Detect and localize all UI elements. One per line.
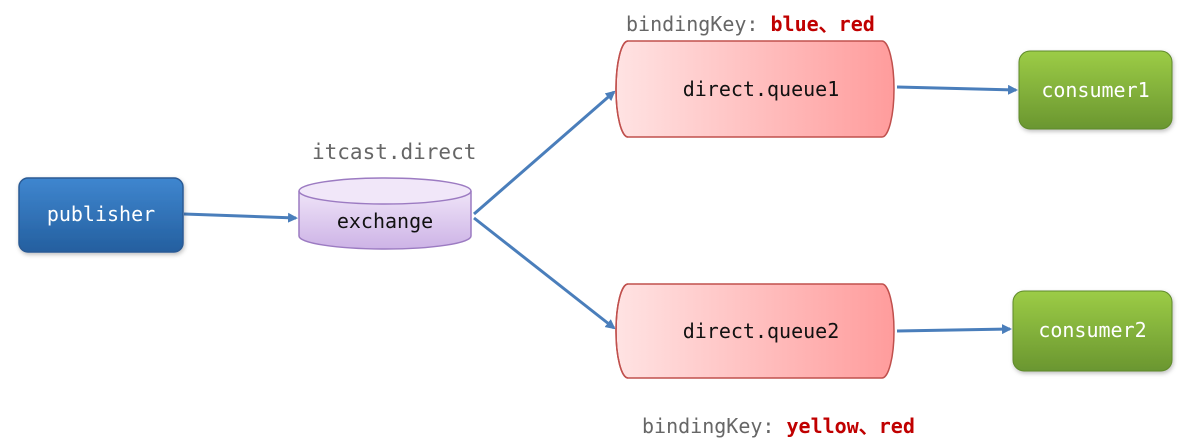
queue2-label: direct.queue2 [682, 319, 840, 343]
queue1-cylinder [615, 40, 895, 138]
queue2-binding-prefix: bindingKey: [642, 414, 787, 438]
queue2-binding-label: bindingKey: yellow、red [642, 410, 915, 439]
arrow-publisher-to-exchange [183, 212, 298, 223]
queue2-binding-keys: yellow、red [786, 414, 915, 438]
publisher-label: publisher [46, 202, 156, 226]
exchange-cylinder [298, 177, 472, 250]
queue1-binding-label: bindingKey: blue、red [626, 8, 875, 37]
publisher-box [18, 177, 184, 253]
arrow-exchange-to-queue2 [473, 216, 616, 330]
consumer1-label: consumer1 [1041, 78, 1150, 102]
consumer2-box [1012, 290, 1173, 372]
queue1-binding-keys: blue、red [770, 12, 875, 36]
arrow-exchange-to-queue1 [473, 90, 616, 216]
consumer2-label: consumer2 [1038, 318, 1147, 342]
arrow-queue1-to-consumer1 [896, 84, 1018, 95]
exchange-label: exchange [336, 209, 434, 233]
consumer1-box [1018, 50, 1173, 130]
arrow-queue2-to-consumer2 [896, 324, 1012, 335]
queue1-label: direct.queue1 [682, 77, 840, 101]
exchange-name: itcast.direct [312, 140, 477, 164]
queue2-cylinder [615, 283, 895, 379]
queue1-binding-prefix: bindingKey: [626, 12, 771, 36]
